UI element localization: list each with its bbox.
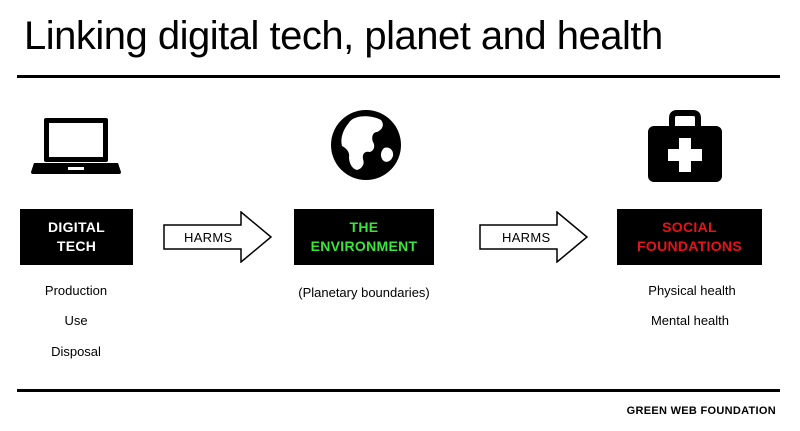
list-item-planetary-boundaries: (Planetary boundaries) bbox=[298, 285, 430, 300]
social-foundations-label-line1: SOCIAL bbox=[662, 219, 717, 235]
globe-icon bbox=[331, 110, 401, 180]
digital-tech-label-line2: TECH bbox=[56, 238, 97, 254]
harms-arrow-2 bbox=[479, 211, 589, 263]
footer-brand: GREEN WEB FOUNDATION bbox=[626, 405, 776, 417]
bottom-divider bbox=[17, 389, 780, 392]
environment-label-line1: THE bbox=[349, 219, 379, 235]
harms-arrow-1 bbox=[163, 211, 273, 263]
page-title: Linking digital tech, planet and health bbox=[24, 14, 663, 58]
social-foundations-box: SOCIAL FOUNDATIONS bbox=[617, 209, 762, 265]
list-item-mental-health: Mental health bbox=[650, 313, 730, 328]
medical-kit-icon bbox=[648, 110, 722, 182]
list-item-physical-health: Physical health bbox=[648, 283, 736, 298]
digital-tech-label-line1: DIGITAL bbox=[47, 219, 106, 235]
list-item-use: Use bbox=[64, 313, 88, 328]
digital-tech-box: DIGITAL TECH bbox=[20, 209, 133, 265]
list-item-disposal: Disposal bbox=[51, 344, 101, 359]
harms-arrow-2-label: HARMS bbox=[502, 230, 551, 245]
laptop-icon bbox=[31, 118, 121, 174]
list-item-production: Production bbox=[44, 283, 108, 298]
harms-arrow-1-label: HARMS bbox=[184, 230, 233, 245]
environment-box: THE ENVIRONMENT bbox=[294, 209, 434, 265]
social-foundations-label-line2: FOUNDATIONS bbox=[637, 238, 742, 254]
environment-label-line2: ENVIRONMENT bbox=[310, 238, 418, 254]
top-divider bbox=[17, 75, 780, 78]
